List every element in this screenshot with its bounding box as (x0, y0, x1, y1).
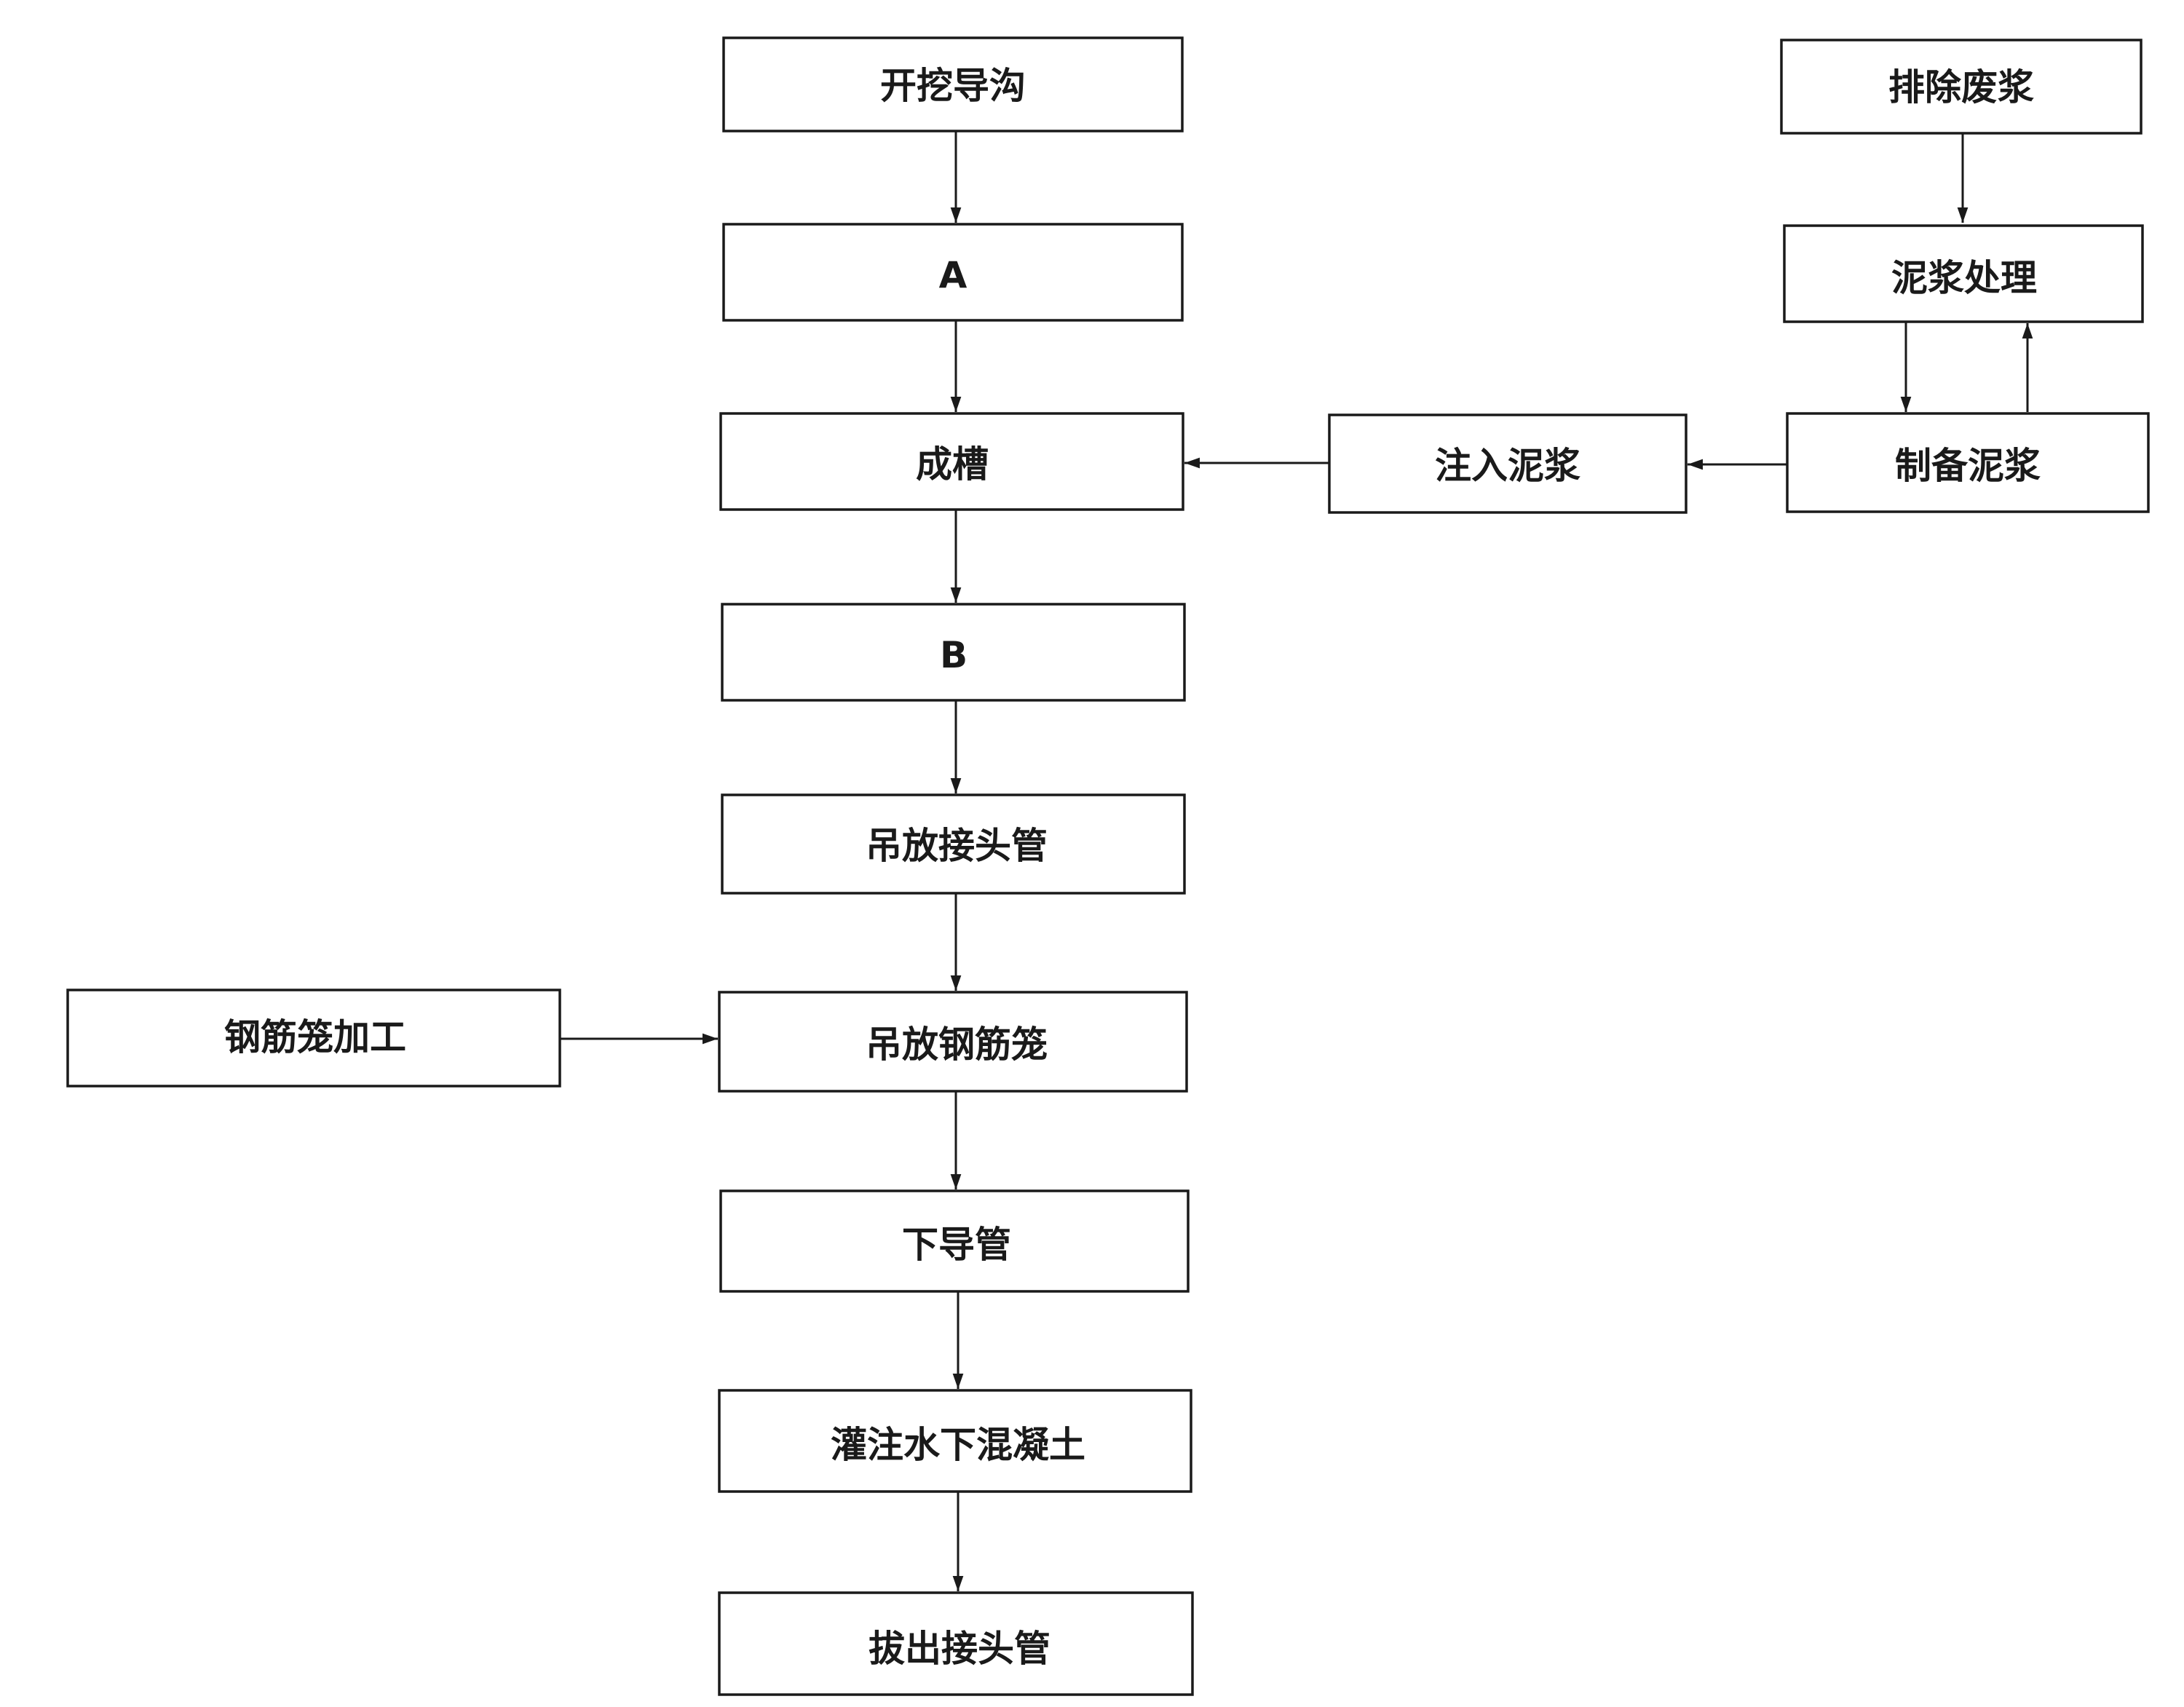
node-bachu-jietouguan-label: 拔出接头管 (869, 1628, 1051, 1670)
node-kaiwa-daogou-label: 开挖导沟 (880, 65, 1026, 107)
node-b: B (721, 603, 1186, 702)
node-zhuru-nijiang: 注入泥浆 (1328, 413, 1688, 514)
node-diaofang-jietouguan-label: 吊放接头管 (866, 825, 1048, 867)
node-xia-daoguan-label: 下导管 (902, 1224, 1011, 1266)
node-xia-daoguan: 下导管 (719, 1189, 1190, 1293)
node-zhiyi-nijiang: 制备泥浆 (1786, 412, 2150, 513)
node-b-label: B (940, 634, 968, 676)
node-nijiang-chuli-label: 泥浆处理 (1891, 257, 2037, 299)
node-kaiwa-daogou: 开挖导沟 (722, 36, 1184, 132)
node-diaofang-jietouguan: 吊放接头管 (721, 793, 1186, 895)
node-zhiyi-nijiang-label: 制备泥浆 (1895, 445, 2041, 487)
node-gangjinlong-jiagong: 钢筋笼加工 (66, 989, 561, 1088)
node-bachu-jietouguan: 拔出接头管 (718, 1591, 1194, 1696)
node-paichu-feijiang: 排除废浆 (1780, 39, 2143, 135)
node-a: A (722, 223, 1184, 322)
node-chengcao-label: 成槽 (916, 443, 989, 486)
node-chengcao: 成槽 (719, 412, 1184, 511)
node-zhuru-nijiang-label: 注入泥浆 (1435, 445, 1580, 487)
node-nijiang-chuli: 泥浆处理 (1783, 224, 2144, 323)
node-a-label: A (939, 254, 968, 296)
node-gangjinlong-jiagong-label: 钢筋笼加工 (224, 1016, 406, 1058)
node-paichu-feijiang-label: 排除废浆 (1888, 66, 2034, 108)
node-guanzhu-hunningtu-label: 灌注水下混凝土 (831, 1424, 1085, 1466)
node-diaofang-gangjinlong: 吊放钢筋笼 (718, 991, 1188, 1093)
node-diaofang-gangjinlong-label: 吊放钢筋笼 (866, 1023, 1048, 1066)
node-guanzhu-hunningtu: 灌注水下混凝土 (718, 1389, 1192, 1493)
